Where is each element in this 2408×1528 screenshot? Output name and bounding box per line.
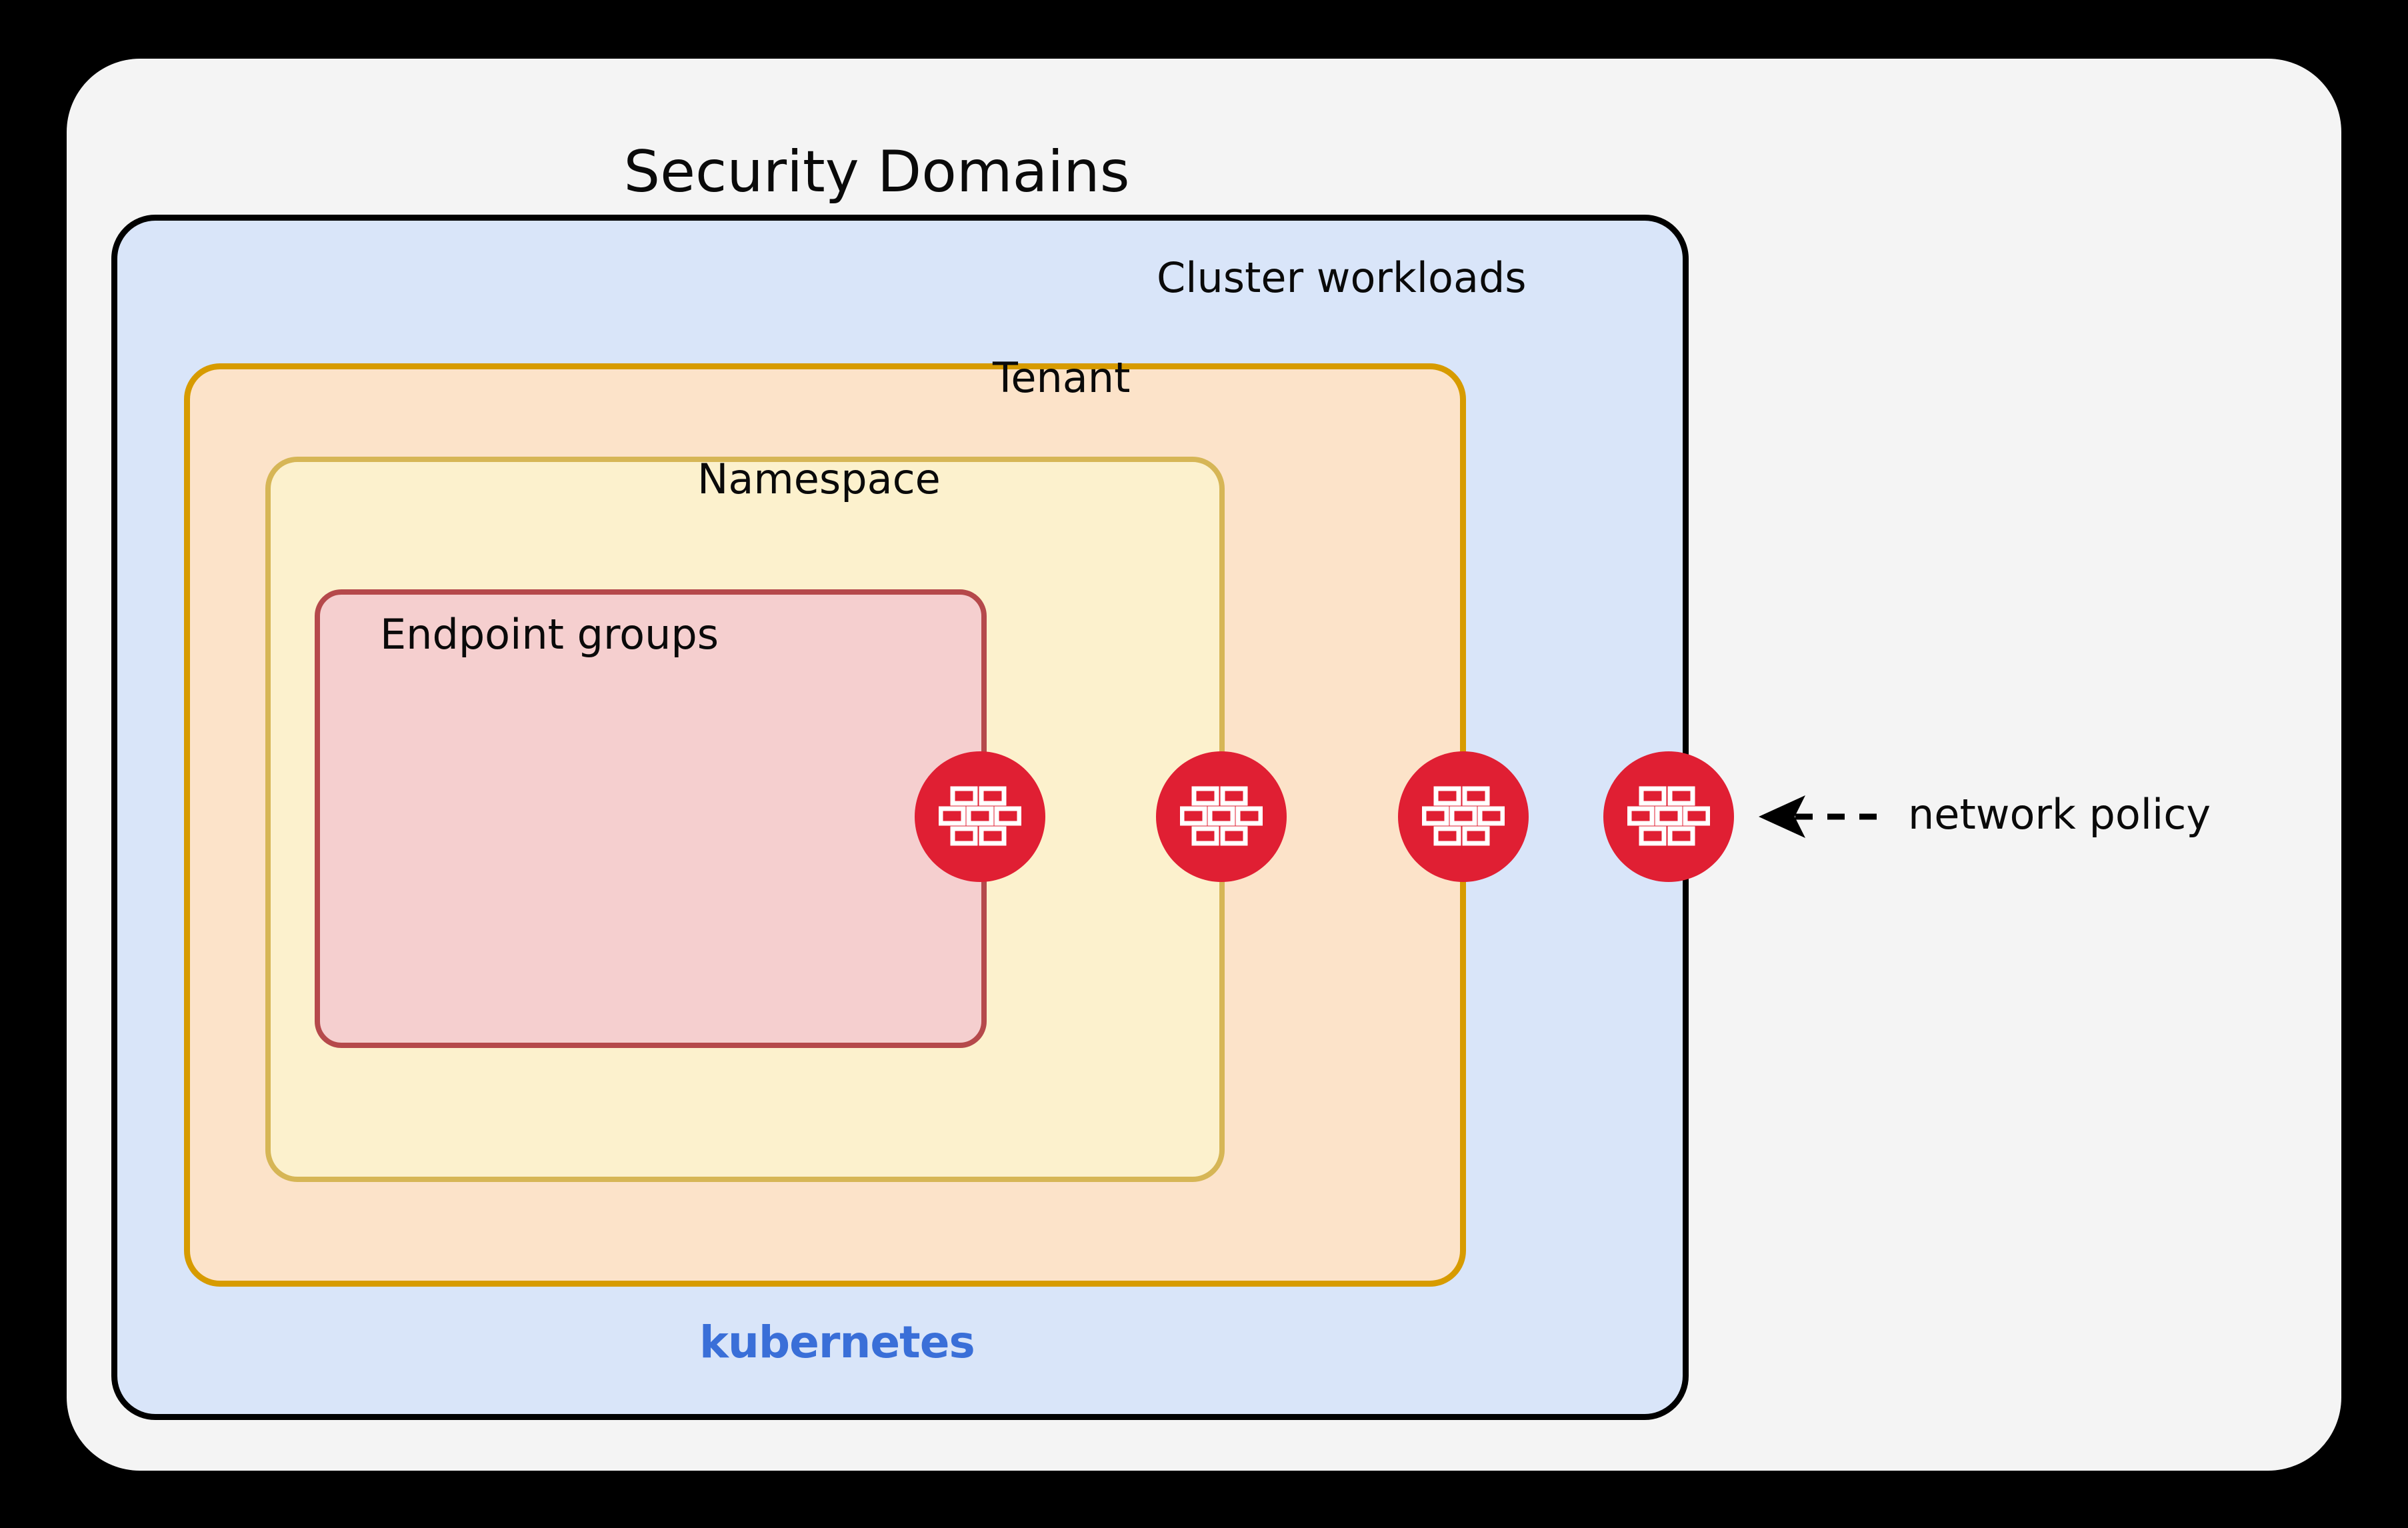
domain-label-namespace: Namespace [697,455,941,503]
firewall-brick-icon [939,785,1021,849]
domain-label-endpoint-groups: Endpoint groups [380,610,719,659]
network-policy-node-namespace[interactable] [1156,751,1287,882]
page-title: Security Domains [623,139,1130,205]
domain-label-cluster-workloads: Cluster workloads [1157,253,1527,302]
network-policy-node-tenant[interactable] [1398,751,1529,882]
domain-label-tenant: Tenant [993,353,1131,402]
network-policy-node-cluster[interactable] [1603,751,1734,882]
network-policy-node-endpoint-groups[interactable] [915,751,1045,882]
dashed-left-arrow-icon [1753,783,1887,850]
network-policy-annotation-label: network policy [1908,790,2211,839]
firewall-brick-icon [1627,785,1710,849]
kubernetes-logo-text: kubernetes [699,1317,975,1368]
domain-box-endpoint-groups[interactable] [315,589,987,1048]
firewall-brick-icon [1422,785,1505,849]
firewall-brick-icon [1180,785,1263,849]
